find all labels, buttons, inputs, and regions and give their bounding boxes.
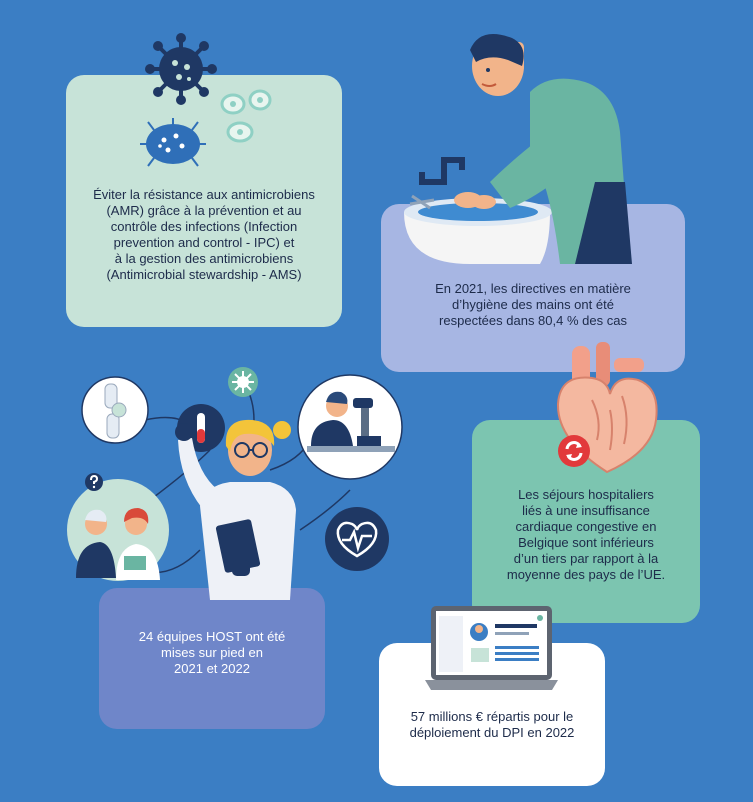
- virus-icon: [145, 33, 217, 105]
- scientist-illustration: [160, 410, 310, 600]
- host-card-text: 24 équipes HOST ont été mises sur pied e…: [138, 629, 286, 676]
- amr-card: Éviter la résistance aux antimicrobiens …: [66, 75, 342, 327]
- heartbeat-icon: [324, 506, 390, 572]
- microscope-researcher-illustration: [297, 374, 403, 480]
- handwashing-illustration: [400, 32, 640, 264]
- cells-icon: [218, 86, 274, 152]
- bacteria-icon: [138, 116, 208, 172]
- amr-card-text: Éviter la résistance aux antimicrobiens …: [93, 187, 315, 282]
- patient-nurse-illustration: [66, 478, 170, 582]
- dpi-card-text: 57 millions € répartis pour le déploieme…: [409, 709, 575, 740]
- host-card: 24 équipes HOST ont été mises sur pied e…: [99, 588, 325, 729]
- hygiene-card-text: En 2021, les directives en matière d’hyg…: [435, 281, 631, 328]
- virus-small-icon: [227, 366, 259, 398]
- knee-icon: [81, 376, 149, 444]
- laptop-illustration: [425, 604, 558, 690]
- refresh-icon: [557, 434, 591, 468]
- heart-card-text: Les séjours hospitaliers liés à une insu…: [506, 487, 666, 582]
- question-bubble-icon: [84, 472, 104, 494]
